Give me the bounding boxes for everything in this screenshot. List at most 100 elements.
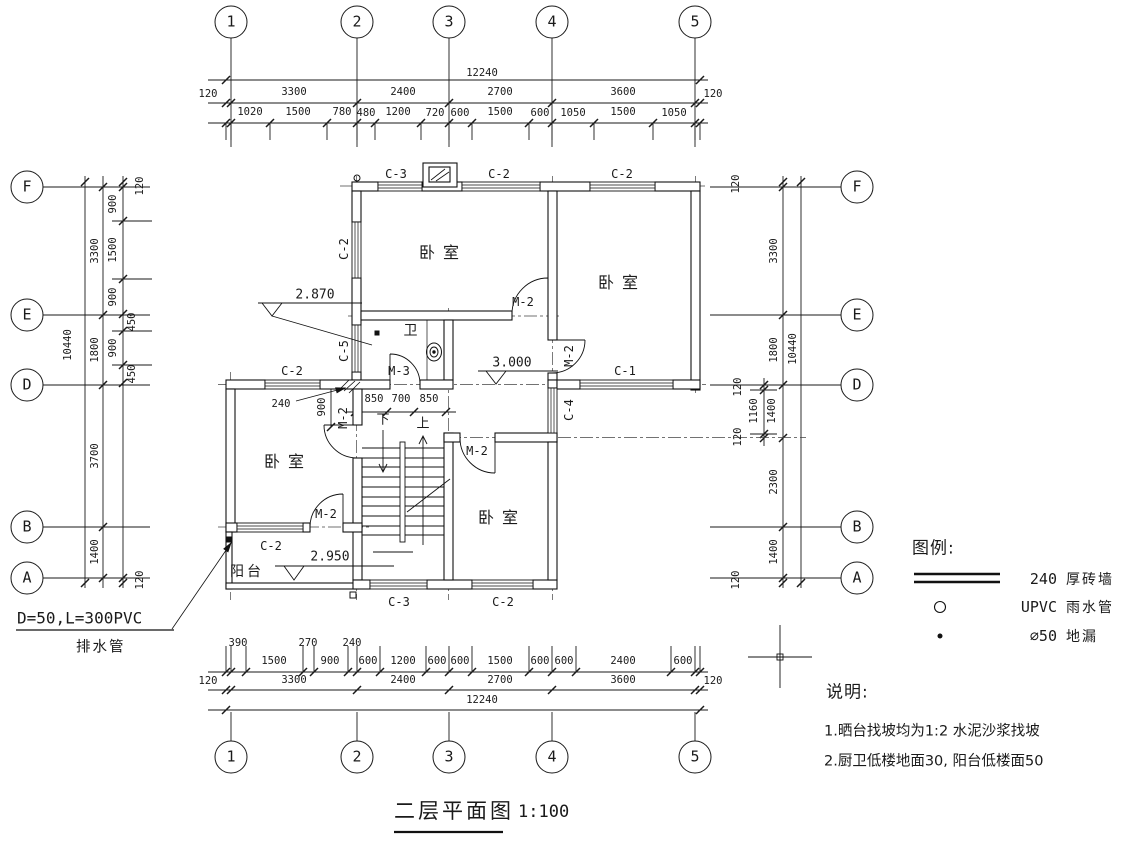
elevation-markers (258, 302, 558, 581)
rain-pipe-icon (353, 174, 361, 182)
door-tag: M-3 (388, 364, 410, 378)
dimension-label: 1200 (385, 105, 411, 118)
dimension-label: 1500 (487, 654, 513, 667)
toilet-icon (426, 342, 442, 362)
dimension-label: 900 (315, 397, 328, 417)
dimension-label: 900 (106, 194, 119, 214)
door-tag: M-2 (336, 407, 350, 429)
window-tag: C-2 (488, 167, 510, 181)
grid-bubble-label-left-F: F (22, 177, 32, 196)
dimension-label: 1400 (765, 398, 778, 424)
fixtures (226, 174, 442, 599)
stair-up-arrow (418, 434, 428, 545)
dimension-label: 850 (419, 392, 439, 405)
dimension-label: 480 (356, 106, 376, 119)
grid-bubble-right-A (840, 561, 874, 595)
dimension-label: 1400 (767, 539, 780, 565)
grid-bubble-top-3 (432, 5, 466, 39)
dimension-label: 1500 (610, 105, 636, 118)
window-tag: C-3 (388, 595, 410, 609)
dimension-label: 720 (425, 106, 445, 119)
legend-desc-pipe: 雨水管 (1066, 600, 1114, 616)
dimension-label: 3300 (281, 673, 307, 686)
grid-bubble-label-right-A: A (852, 568, 862, 587)
grid-bubble-label-bottom-2: 2 (352, 747, 362, 766)
grid-bubble-label-top-4: 4 (547, 12, 557, 31)
stair-direction-label: 上 (416, 416, 430, 432)
elevation-label: 3.000 (492, 355, 532, 371)
balcony-drain-icon (226, 536, 233, 543)
dimension-label: 240 (342, 636, 362, 649)
legend-value-drain: ∅50 (1029, 627, 1057, 645)
drawing-scale: 1:100 (518, 802, 570, 822)
doors (309, 277, 586, 528)
legend-value-brick: 240 (1029, 570, 1057, 588)
grid-bubble-bottom-4 (535, 740, 569, 774)
grid-bubble-left-A (10, 561, 44, 595)
dimension-label: 600 (450, 106, 470, 119)
grid-bubble-label-right-F: F (852, 177, 862, 196)
grid-bubble-label-bottom-4: 4 (547, 747, 557, 766)
door-tag: M-2 (315, 507, 337, 521)
room-label: 阳台 (230, 564, 264, 580)
dimension-label: 2400 (390, 85, 416, 98)
leader-arrowhead (335, 387, 347, 394)
dimension-label: 2300 (767, 469, 780, 495)
window-tag: C-4 (562, 399, 576, 421)
grid-bubble-left-E (10, 298, 44, 332)
dimension-label: 120 (731, 427, 744, 447)
note-2: 2.厨卫低楼地面30, 阳台低楼面50 (824, 753, 1044, 770)
grid-bubble-label-right-B: B (852, 517, 862, 536)
drain-note-spec: D=50,L=300PVC (17, 608, 143, 628)
dimension-label: 120 (703, 87, 723, 100)
dimension-label: 600 (530, 654, 550, 667)
dimension-label: 700 (391, 392, 411, 405)
dimension-label: 120 (731, 377, 744, 397)
window-tag: C-5 (337, 340, 351, 362)
drain-leader-arrowhead (223, 541, 232, 553)
dimension-label: 12240 (466, 66, 498, 79)
dimension-label: 390 (228, 636, 248, 649)
grid-bubble-left-B (10, 510, 44, 544)
grid-bubble-right-D (840, 368, 874, 402)
dimension-label: 900 (106, 287, 119, 307)
legend-heading: 图例: (912, 538, 955, 559)
dimension-label: 120 (729, 570, 742, 590)
grid-bubble-label-bottom-1: 1 (226, 747, 236, 766)
grid-bubble-label-top-5: 5 (690, 12, 700, 31)
stair-down-arrow (378, 430, 388, 474)
window-tag: C-2 (281, 364, 303, 378)
dimension-label: 450 (125, 312, 138, 332)
grid-bubble-bottom-3 (432, 740, 466, 774)
dimension-lines (84, 79, 802, 711)
grid-bubble-label-left-D: D (22, 375, 32, 394)
drawing-title: 二层平面图 (394, 799, 514, 823)
grid-bubble-bottom-5 (678, 740, 712, 774)
dimension-label: 780 (332, 105, 352, 118)
dimension-label: 3300 (281, 85, 307, 98)
dimension-label: 2700 (487, 673, 513, 686)
rain-pipe-bottom-icon (349, 591, 357, 599)
elevation-label: 2.870 (295, 287, 335, 303)
underlines (16, 629, 503, 834)
dimension-label: 3300 (88, 238, 101, 264)
legend-desc-brick: 厚砖墙 (1066, 572, 1114, 588)
dimension-label: 600 (554, 654, 574, 667)
elevation-label: 2.950 (310, 549, 350, 565)
grid-bubble-top-1 (214, 5, 248, 39)
dimension-label: 10440 (786, 333, 799, 365)
room-label: 卧室 (418, 243, 468, 262)
grid-bubble-bottom-1 (214, 740, 248, 774)
grid-bubble-label-top-2: 2 (352, 12, 362, 31)
floor-drain-icon (374, 330, 380, 336)
window-tag: C-1 (614, 364, 636, 378)
dimension-label: 3700 (88, 443, 101, 469)
grid-bubble-label-left-B: B (22, 517, 32, 536)
grid-bubble-label-left-E: E (22, 305, 32, 324)
dimension-label: 1500 (261, 654, 287, 667)
dimension-label: 1160 (747, 398, 760, 424)
grid-bubble-label-right-E: E (852, 305, 862, 324)
grid-bubble-label-top-3: 3 (444, 12, 454, 31)
